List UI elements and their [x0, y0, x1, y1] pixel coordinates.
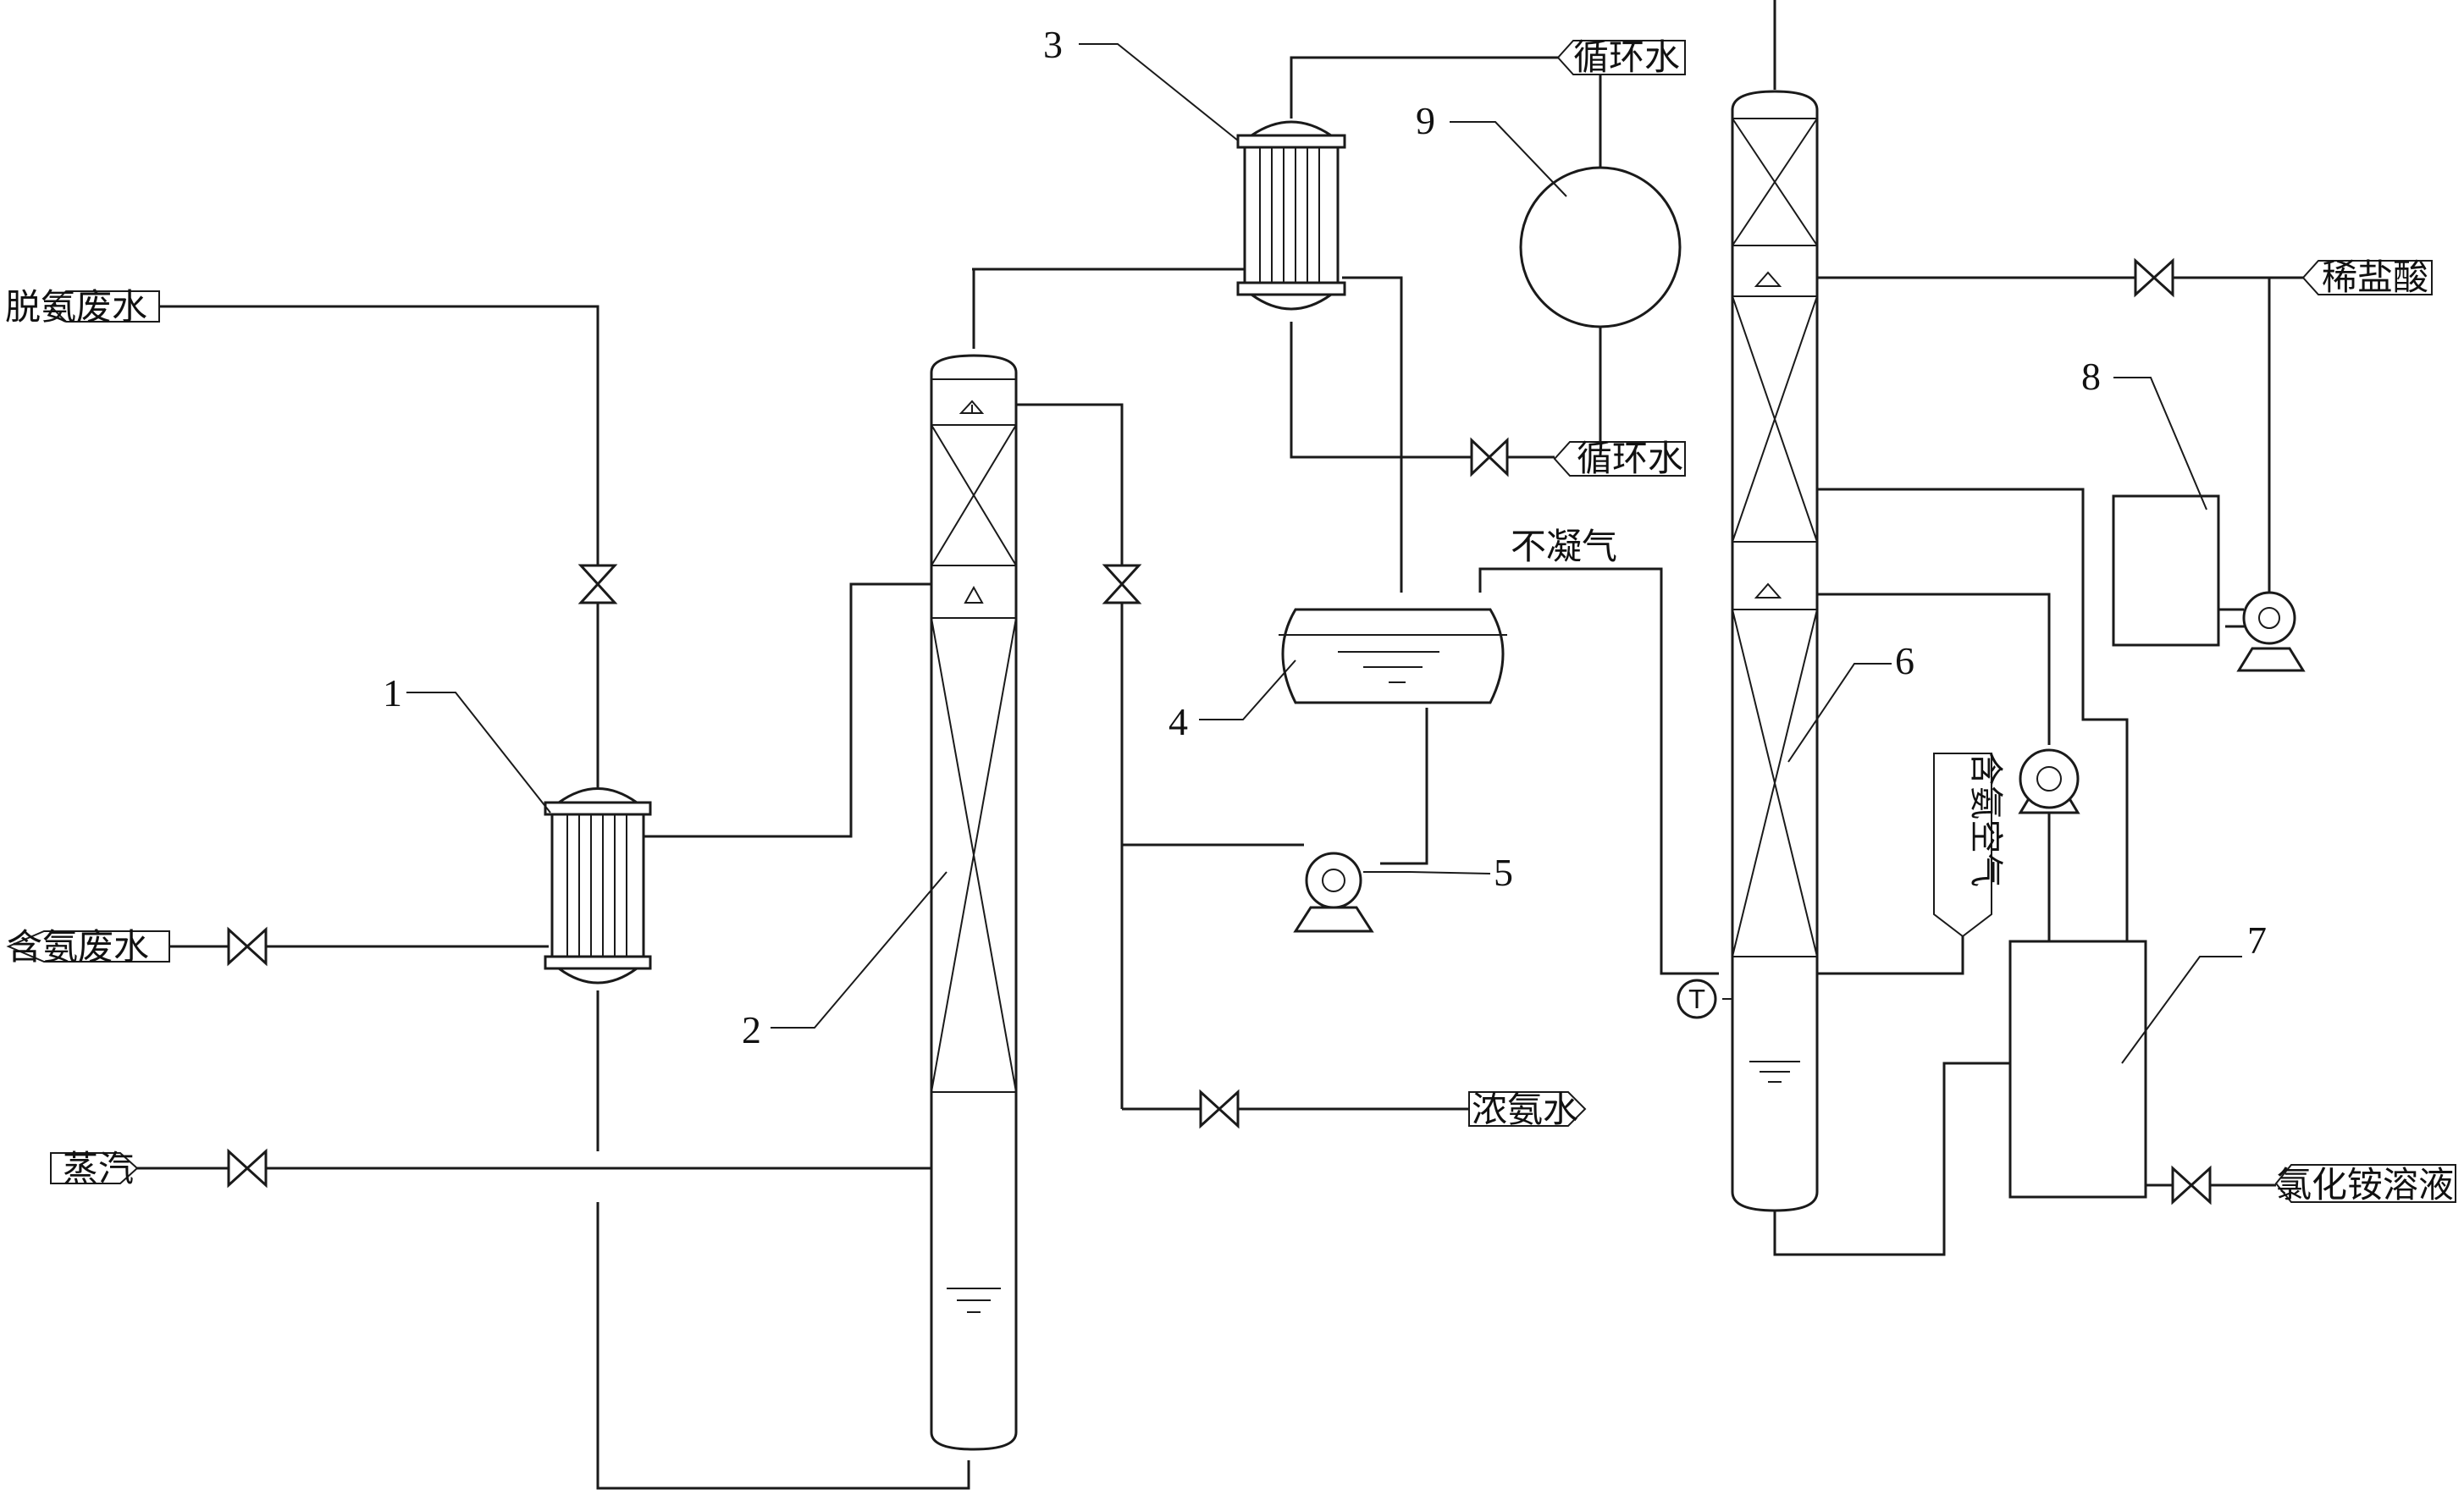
circulation-pump[interactable] — [2018, 748, 2080, 814]
piping — [137, 0, 2303, 1490]
valve-ammonia-wastewater[interactable] — [227, 926, 268, 967]
callout-9: 9 — [1416, 99, 1435, 142]
valve-steam[interactable] — [227, 1148, 268, 1189]
callout-8: 8 — [2081, 355, 2101, 398]
callout-2: 2 — [742, 1008, 761, 1051]
svg-text:含氨废水: 含氨废水 — [7, 926, 149, 968]
stripping-column-2[interactable] — [930, 354, 1018, 1451]
acid-pump[interactable] — [2236, 591, 2306, 672]
tag-ammonium-chloride: 氯化铵溶液 — [2274, 1164, 2456, 1205]
svg-text:蒸汽: 蒸汽 — [63, 1148, 134, 1189]
label-non-condensable-gas: 不凝气 — [1511, 526, 1617, 567]
tag-dilute-hcl: 稀盐酸 — [2301, 257, 2433, 298]
tag-deammoniated-wastewater: 脱氨废水 — [5, 286, 160, 328]
vessel-9[interactable] — [1519, 166, 1682, 328]
tag-circulating-water-in: 循环水 — [1556, 36, 1686, 78]
svg-text:稀盐酸: 稀盐酸 — [2322, 257, 2428, 298]
temperature-indicator[interactable]: T — [1677, 979, 1732, 1019]
callouts: 1 2 3 4 5 6 7 8 9 — [383, 23, 2267, 1064]
svg-text:含氨空气: 含氨空气 — [1966, 752, 2005, 887]
svg-text:脱氨废水: 脱氨废水 — [5, 286, 147, 328]
valve-dilute-hcl[interactable] — [2134, 257, 2174, 298]
absorption-column-6[interactable] — [1731, 90, 1819, 1212]
callout-7: 7 — [2247, 919, 2267, 962]
tag-ammonia-wastewater: 含氨废水 — [6, 926, 170, 968]
valve-cooling-water-out[interactable] — [1470, 437, 1509, 477]
callout-5: 5 — [1494, 851, 1513, 894]
tag-circulating-water-out: 循环水 — [1553, 438, 1686, 479]
callout-1: 1 — [383, 671, 402, 714]
condenser-3[interactable] — [1236, 120, 1346, 311]
tank-8[interactable] — [2112, 494, 2220, 647]
valve-concentrated-ammonia[interactable] — [1199, 1089, 1240, 1129]
reflux-drum-4[interactable] — [1279, 608, 1507, 704]
svg-text:浓氨水: 浓氨水 — [1472, 1089, 1578, 1130]
tag-concentrated-ammonia: 浓氨水 — [1468, 1089, 1587, 1130]
valve-reflux[interactable] — [1102, 564, 1142, 604]
callout-4: 4 — [1168, 700, 1188, 743]
svg-text:循环水: 循环水 — [1577, 438, 1683, 479]
callout-6: 6 — [1895, 639, 1914, 682]
valve-deammoniated[interactable] — [577, 564, 618, 604]
svg-text:氯化铵溶液: 氯化铵溶液 — [2276, 1164, 2454, 1205]
tag-ammonia-air: 含氨空气 — [1933, 752, 2005, 938]
heat-exchanger-1[interactable] — [544, 787, 652, 985]
svg-text:T: T — [1688, 985, 1705, 1015]
svg-text:循环水: 循环水 — [1573, 36, 1680, 78]
tank-7[interactable] — [2008, 940, 2147, 1199]
tag-steam: 蒸汽 — [50, 1148, 139, 1189]
valve-ammonium-chloride[interactable] — [2171, 1165, 2212, 1205]
callout-3: 3 — [1043, 23, 1063, 66]
pump-5[interactable] — [1293, 852, 1374, 933]
